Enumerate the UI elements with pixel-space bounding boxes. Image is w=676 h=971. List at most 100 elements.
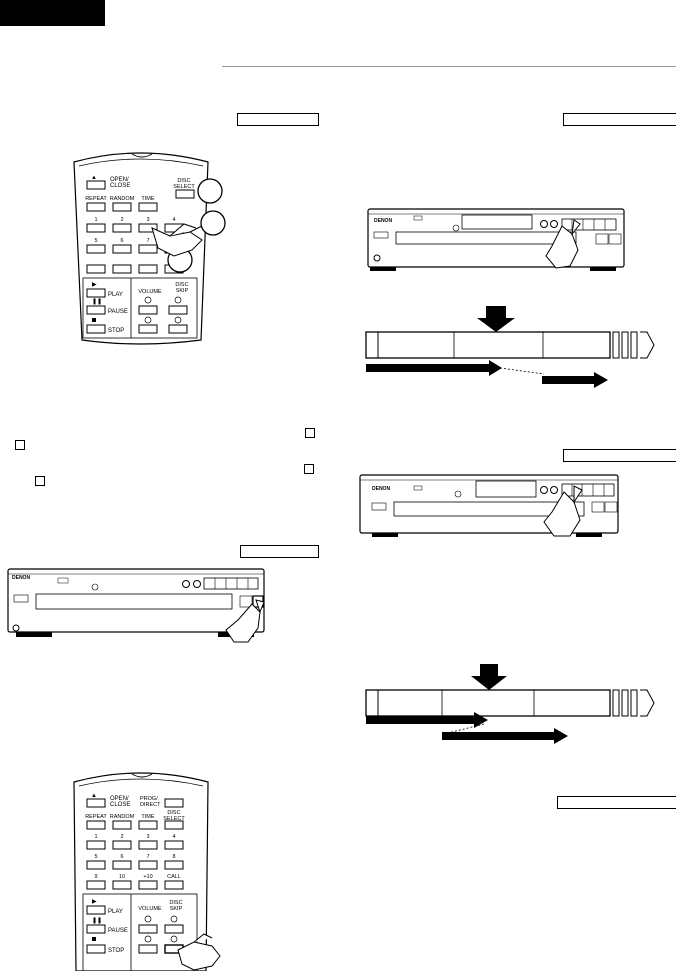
display-window	[461, 214, 533, 230]
svg-text:▲: ▲	[91, 175, 97, 181]
checkbox-icon	[35, 476, 45, 486]
hand-pointer-icon	[545, 219, 581, 269]
svg-text:6: 6	[120, 854, 123, 860]
open-close-label: OPEN/CLOSE	[110, 796, 130, 808]
time-label: TIME	[141, 196, 154, 202]
cd-player-left: DENON	[7, 568, 265, 643]
call-button[interactable]	[164, 880, 184, 890]
disc-skip-up-button[interactable]	[168, 305, 188, 315]
number-6-button[interactable]	[112, 860, 132, 870]
section-label-box-2	[563, 113, 676, 126]
volume-up-button[interactable]	[138, 305, 158, 315]
disc-tray	[393, 501, 585, 517]
prog-direct-button[interactable]	[164, 798, 184, 808]
random-button[interactable]	[112, 202, 132, 212]
svg-text:9: 9	[94, 874, 97, 880]
number-8-button[interactable]	[164, 860, 184, 870]
step-circle-2	[200, 210, 226, 236]
down-arrow-icon	[471, 664, 507, 690]
disc-skip-down-button[interactable]	[168, 324, 188, 334]
disc-tray	[395, 231, 577, 245]
random-label: RANDOM	[110, 196, 135, 202]
number-2-button[interactable]	[112, 223, 132, 233]
play-button[interactable]	[86, 288, 106, 298]
open-close-button[interactable]	[86, 798, 106, 808]
cd-player-top: DENON	[367, 208, 625, 271]
number-1-button[interactable]	[86, 223, 106, 233]
svg-text:6: 6	[120, 238, 123, 244]
time-button[interactable]	[138, 820, 158, 830]
svg-text:5: 5	[94, 854, 97, 860]
disc-select-button[interactable]	[175, 189, 195, 199]
pause-button[interactable]	[86, 924, 106, 934]
svg-text:2: 2	[120, 834, 123, 840]
right-arrow-icon	[442, 728, 568, 744]
svg-text:STOP: STOP	[108, 948, 124, 954]
repeat-button[interactable]	[86, 820, 106, 830]
svg-text:10: 10	[119, 874, 125, 880]
remote-control-bottom: ▲ OPEN/CLOSE PROG/DIRECT REPEAT RANDOM T…	[73, 772, 221, 971]
hand-pointer-icon	[543, 485, 583, 537]
svg-text:3: 3	[146, 834, 149, 840]
svg-text:▲: ▲	[91, 793, 97, 799]
header-rule	[222, 66, 676, 67]
plus10-button[interactable]	[138, 880, 158, 890]
svg-text:VOLUME: VOLUME	[138, 906, 162, 912]
svg-text:1: 1	[94, 834, 97, 840]
hand-pointer-icon	[151, 223, 203, 257]
cd-player-middle: DENON	[359, 474, 619, 537]
stop-button[interactable]	[86, 944, 106, 954]
brand-logo: DENON	[374, 218, 392, 224]
hand-pointer-icon	[177, 933, 221, 971]
hand-pointer-icon	[225, 599, 265, 643]
prog-direct-label: PROG/DIRECT	[140, 796, 161, 808]
svg-text:REPEAT: REPEAT	[85, 814, 107, 820]
number-4-button[interactable]	[164, 840, 184, 850]
disc-skip-up-button[interactable]	[164, 924, 184, 934]
svg-text:7: 7	[146, 854, 149, 860]
number-2-button[interactable]	[112, 840, 132, 850]
svg-text:+10: +10	[143, 874, 152, 880]
pause-button[interactable]	[86, 305, 106, 315]
number-9-button[interactable]	[86, 880, 106, 890]
number-5-button[interactable]	[86, 860, 106, 870]
track-bar-icon	[365, 331, 611, 359]
random-button[interactable]	[112, 820, 132, 830]
play-label: PLAY	[108, 292, 123, 298]
number-3-button[interactable]	[138, 223, 158, 233]
play-button[interactable]	[86, 905, 106, 915]
svg-text:RANDOM: RANDOM	[110, 814, 135, 820]
number-1-button[interactable]	[86, 840, 106, 850]
section-label-box-5	[557, 796, 676, 809]
pause-label: PAUSE	[108, 309, 128, 315]
volume-down-button[interactable]	[138, 944, 158, 954]
stop-label: STOP	[108, 328, 124, 334]
volume-label: VOLUME	[138, 289, 162, 295]
number-3-button[interactable]	[138, 840, 158, 850]
svg-text:❚❚: ❚❚	[92, 917, 102, 924]
volume-up-button[interactable]	[138, 924, 158, 934]
disc-select-button[interactable]	[164, 820, 184, 830]
language-tab	[0, 0, 105, 26]
section-label-box-1	[237, 113, 319, 126]
svg-text:▶: ▶	[92, 899, 97, 905]
number-7-button[interactable]	[138, 860, 158, 870]
open-close-label: OPEN/CLOSE	[110, 177, 130, 189]
number-10-button[interactable]	[112, 880, 132, 890]
stop-button[interactable]	[86, 324, 106, 334]
checkbox-icon	[15, 440, 25, 450]
repeat-label: REPEAT	[85, 196, 107, 202]
right-arrow-icon	[366, 360, 502, 376]
svg-text:CALL: CALL	[167, 874, 181, 880]
svg-text:PLAY: PLAY	[108, 909, 123, 915]
right-arrow-icon	[366, 712, 488, 728]
time-button[interactable]	[138, 202, 158, 212]
svg-text:2: 2	[120, 217, 123, 223]
repeat-button[interactable]	[86, 202, 106, 212]
volume-down-button[interactable]	[138, 324, 158, 334]
svg-text:7: 7	[146, 238, 149, 244]
